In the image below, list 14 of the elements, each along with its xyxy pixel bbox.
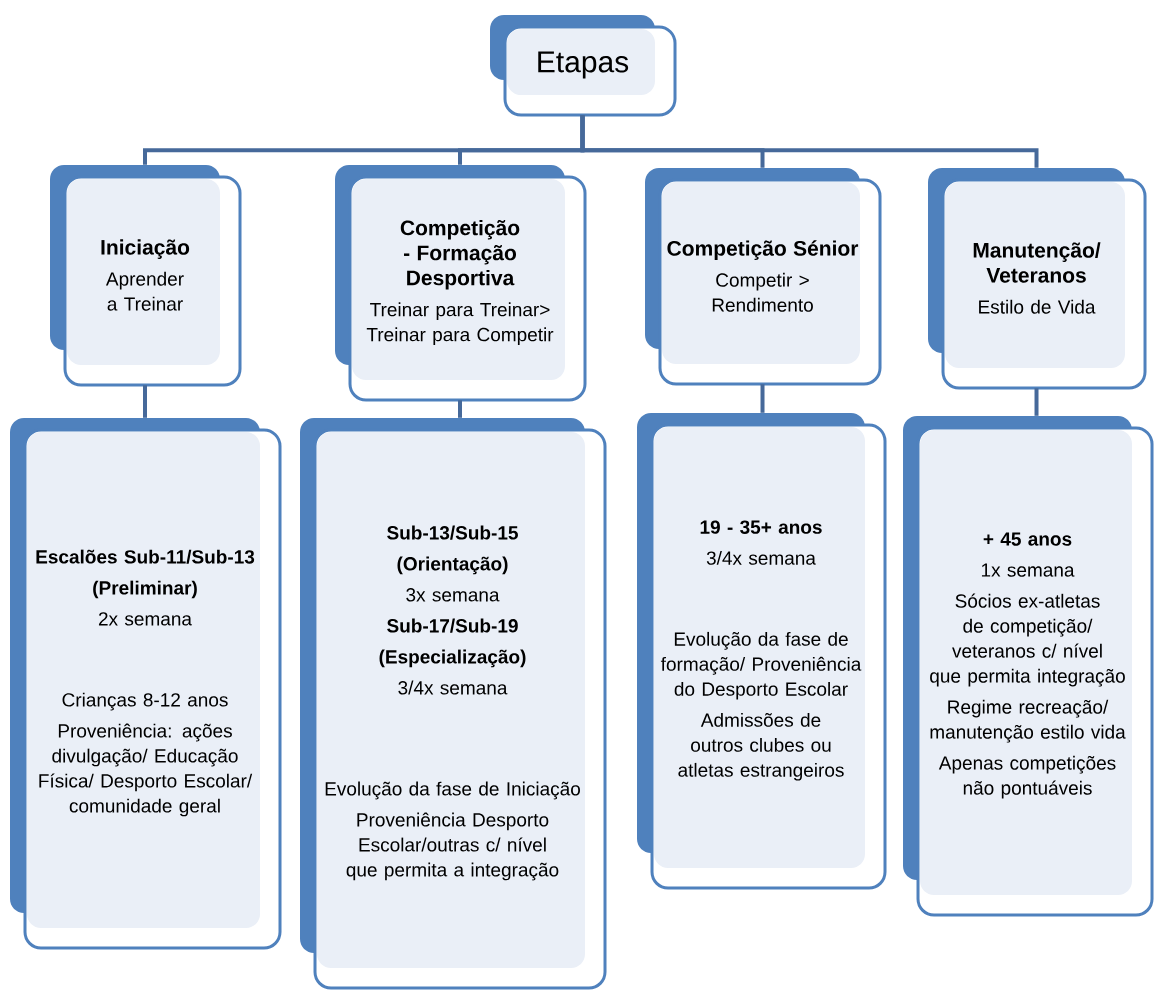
stage-box: Manutenção/ Veteranos Estilo de Vida: [928, 168, 1147, 390]
detail-box: Escalões Sub-11/Sub-13 (Preliminar) 2x semana Crianças 8-12 anos Proveniência: ações divulgação/ Educação Física/ Desporto Escolar/ comunidade geral: [10, 418, 282, 950]
connector-line: [760, 384, 765, 413]
title-box: Etapas: [490, 15, 677, 117]
connector-line: [458, 400, 462, 418]
connector-line: [580, 115, 1039, 168]
stage-box: Competição - Formação Desportiva Treinar para Treinar> Treinar para Competir: [335, 165, 587, 402]
detail-box: 19 - 35+ anos 3/4x semana Evolução da fase de formação/ Proveniência do Desporto Escolar Admissões de outros clubes ou atletas estrangeiros: [637, 413, 887, 890]
connector-line: [1034, 388, 1039, 416]
detail-box: Sub-13/Sub-15 (Orientação) 3x semana Sub-17/Sub-19 (Especialização) 3/4x semana Evolução da fase de Iniciação Proveniência Desporto Escolar/outras c/ nível que permita a integração: [300, 418, 607, 990]
connector-line: [143, 385, 147, 418]
stage-box: Competição Sénior Competir > Rendimento: [645, 168, 882, 386]
detail-box: + 45 anos 1x semana Sócios ex-atletas de competição/ veteranos c/ nível que permita integração Regime recreação/ manutenção estilo vida Apenas competições não pontuáveis: [903, 416, 1154, 917]
stage-box: Iniciação Aprender a Treinar: [50, 165, 242, 387]
